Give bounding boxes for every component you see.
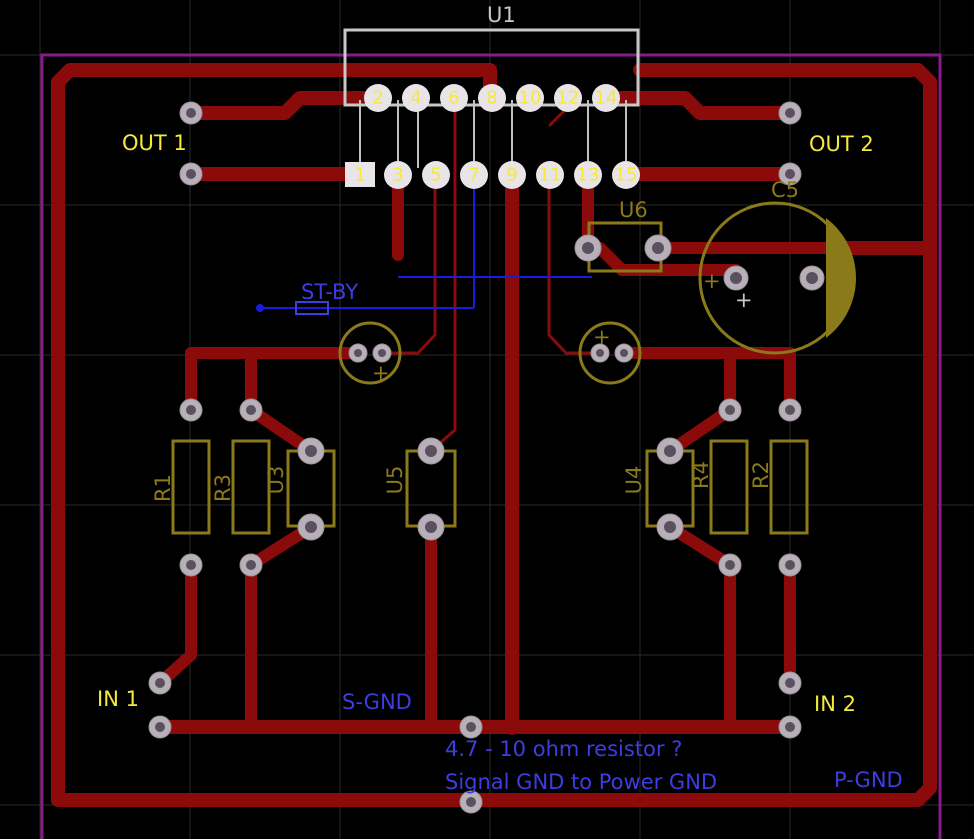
stby-resistor <box>295 301 329 315</box>
u3-plus-icon: + <box>372 361 390 385</box>
u1-pin-10: 10 <box>519 88 542 109</box>
u1-pin-3: 3 <box>392 165 403 186</box>
note-line-1: 4.7 - 10 ohm resistor ? <box>445 737 682 761</box>
u1-pin-14: 14 <box>595 88 618 109</box>
u1-pin-15: 15 <box>615 165 638 186</box>
out2-label: OUT 2 <box>809 132 874 156</box>
in2-label: IN 2 <box>814 692 856 716</box>
u1-pin-7: 7 <box>468 165 479 186</box>
stby-label: ST-BY <box>301 280 358 304</box>
board-outline <box>40 53 942 839</box>
u1-pin-4: 4 <box>410 88 421 109</box>
in1-label: IN 1 <box>97 687 139 711</box>
r4-ref-label: R4 <box>689 461 713 489</box>
pgnd-label: P-GND <box>834 768 903 792</box>
u1-pin-11: 11 <box>539 165 562 186</box>
stby-junction <box>256 304 264 312</box>
u1-pin-2: 2 <box>372 88 383 109</box>
c5-origin-plus-icon: + <box>735 288 753 312</box>
silkscreen <box>171 201 856 535</box>
c5-plus-icon: + <box>703 269 721 293</box>
pad-holes <box>155 108 818 807</box>
r2-ref-label: R2 <box>749 461 773 489</box>
polarity-marks: + + + + <box>372 269 753 385</box>
u3-ref-label: U3 <box>264 466 288 495</box>
u1-pads <box>345 84 640 189</box>
u1-pin-numbers: 1 2 3 4 5 6 7 8 9 10 11 12 13 14 15 <box>354 88 637 186</box>
u1-pin-5: 5 <box>430 165 441 186</box>
note-line-2: Signal GND to Power GND <box>445 770 717 794</box>
u1-ref-label: U1 <box>487 3 516 27</box>
u6-ref-label: U6 <box>619 198 648 222</box>
u1-pin-13: 13 <box>577 165 600 186</box>
out1-label: OUT 1 <box>122 131 187 155</box>
u4-ref-label: U4 <box>622 466 646 495</box>
u1-pin-8: 8 <box>486 88 497 109</box>
u1-pin-12: 12 <box>557 88 580 109</box>
u1-pin-6: 6 <box>448 88 459 109</box>
r3-ref-label: R3 <box>211 474 235 502</box>
u4-plus-icon: + <box>593 325 611 349</box>
sgnd-label: S-GND <box>342 690 412 714</box>
u1-pin-leads <box>359 100 627 168</box>
u1-pin-9: 9 <box>506 165 517 186</box>
r1-ref-label: R1 <box>151 474 175 502</box>
u1-pin-1: 1 <box>354 165 365 186</box>
u5-ref-label: U5 <box>383 466 407 495</box>
c5-ref-label: C5 <box>771 178 799 202</box>
